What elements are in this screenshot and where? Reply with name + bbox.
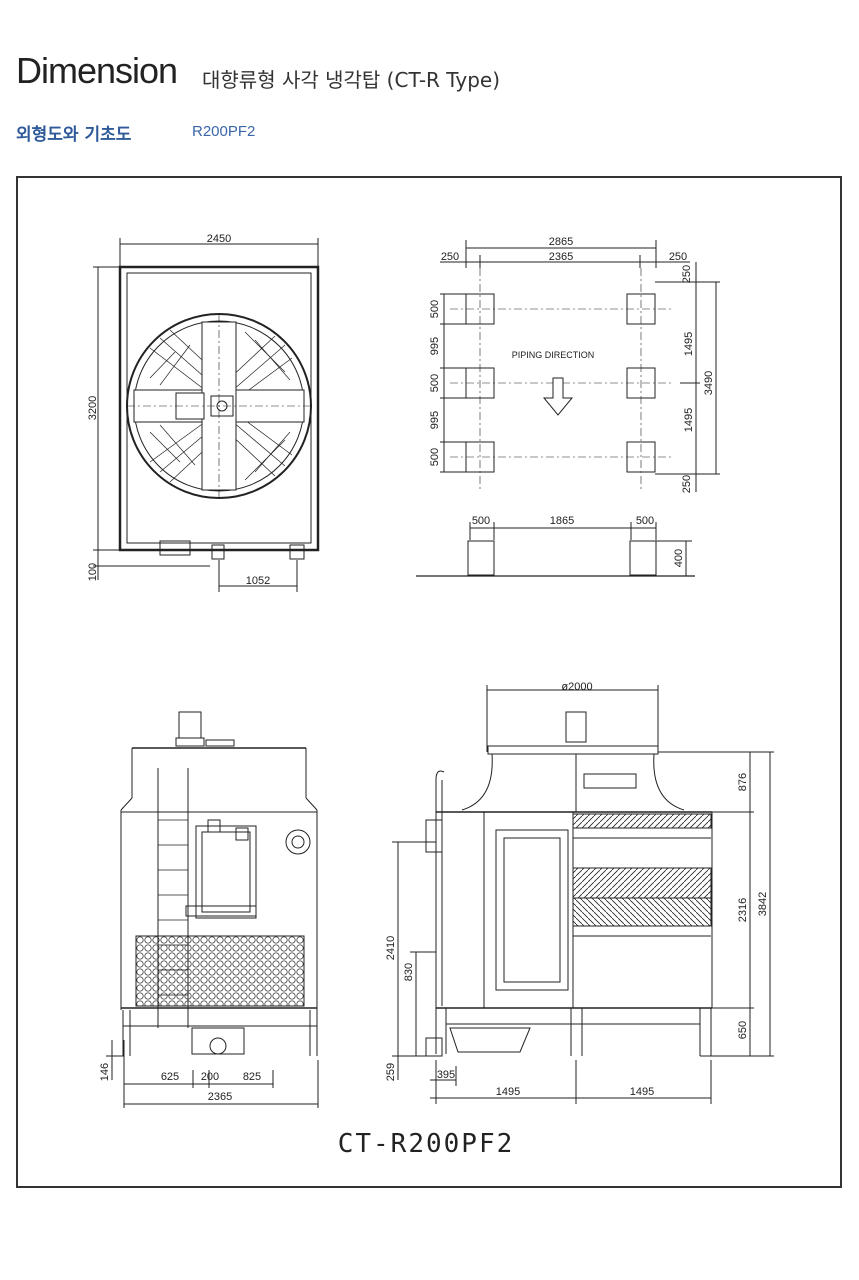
side-view	[392, 685, 774, 1104]
dim-top-height: 3200	[87, 396, 99, 420]
dim-front-d3: 825	[243, 1071, 261, 1083]
dim-plan-gap-b: 995	[429, 411, 441, 429]
dim-top-offset: 1052	[246, 575, 270, 587]
dim-plan-total-depth: 3490	[703, 371, 715, 395]
page-title: Dimension	[16, 50, 178, 91]
dim-front-foot: 146	[99, 1063, 111, 1081]
dim-plan-span-a: 1495	[683, 332, 695, 356]
dim-top-width: 2450	[207, 233, 231, 245]
dim-plan-span-b: 1495	[683, 408, 695, 432]
dim-side-body: 2316	[737, 898, 749, 922]
model-caption: CT-R200PF2	[338, 1129, 515, 1159]
dim-front-d2: 200	[201, 1071, 219, 1083]
dim-plan-pad-b: 500	[429, 374, 441, 392]
dim-side-total: 3842	[757, 892, 769, 916]
dim-top-foot: 100	[87, 563, 99, 581]
drawing-frame	[16, 176, 842, 1188]
dim-side-inlet: 2410	[385, 936, 397, 960]
model-code: R200PF2	[192, 123, 256, 140]
dim-side-offset: 395	[437, 1069, 455, 1081]
dim-side-drain: 259	[385, 1063, 397, 1081]
dim-front-d1: 625	[161, 1071, 179, 1083]
piping-direction-label: PIPING DIRECTION	[512, 350, 595, 360]
dim-plan-pad-c: 500	[429, 448, 441, 466]
dim-side-bay-b: 1495	[630, 1086, 654, 1098]
dim-side-base: 650	[737, 1021, 749, 1039]
dim-section-pad-left: 500	[472, 515, 490, 527]
dim-plan-edge-right: 250	[669, 251, 687, 263]
front-view	[106, 711, 319, 1108]
dim-section-pad-right: 500	[636, 515, 654, 527]
top-view	[93, 238, 320, 592]
dim-section-height: 400	[673, 549, 685, 567]
dim-plan-overall: 2865	[549, 236, 573, 248]
dim-plan-edge-bottom: 250	[681, 475, 693, 493]
section-heading: 외형도와 기초도	[16, 125, 132, 145]
dim-plan-gap-a: 995	[429, 337, 441, 355]
dim-front-width: 2365	[208, 1091, 232, 1103]
dim-side-outlet: 830	[403, 963, 415, 981]
dim-section-span: 1865	[550, 515, 574, 527]
foundation-section	[416, 522, 695, 577]
dim-side-top: 876	[737, 773, 749, 791]
dim-side-diameter: ø2000	[561, 681, 592, 693]
foundation-plan	[440, 240, 720, 492]
dim-plan-inner: 2365	[549, 251, 573, 263]
dim-side-bay-a: 1495	[496, 1086, 520, 1098]
page-subtitle: 대향류형 사각 냉각탑 (CT-R Type)	[202, 68, 501, 92]
dim-plan-edge-top: 250	[681, 265, 693, 283]
dim-plan-pad-a: 500	[429, 300, 441, 318]
dim-plan-edge-left: 250	[441, 251, 459, 263]
